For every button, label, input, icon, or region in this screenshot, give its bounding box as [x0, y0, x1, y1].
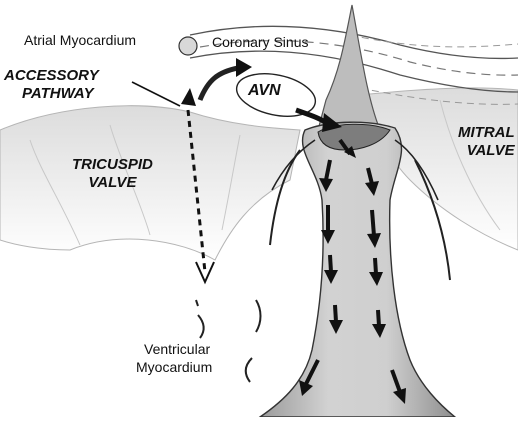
mitral-valve-line-2: VALVE	[458, 142, 515, 160]
atrial-curved-arrow	[200, 68, 238, 100]
tricuspid-valve-label: TRICUSPID VALVE	[72, 156, 153, 192]
avn-label: AVN	[248, 82, 281, 100]
mitral-valve-line-1: MITRAL	[458, 124, 515, 142]
tricuspid-valve-line-1: TRICUSPID	[72, 156, 153, 174]
accessory-pathway-line-1: ACCESSORY	[4, 67, 99, 85]
atrial-myocardium-label: Atrial Myocardium	[24, 32, 136, 48]
accessory-pathway-leader	[132, 82, 180, 106]
accessory-pathway-label: ACCESSORY PATHWAY	[4, 67, 99, 103]
atrial-myocardium-ball	[179, 37, 197, 55]
accessory-pathway-line-2: PATHWAY	[4, 85, 99, 103]
atrial-curved-arrowhead	[236, 58, 252, 77]
ventricular-myocardium-line-1: Ventricular	[136, 340, 212, 358]
tricuspid-valve-line-2: VALVE	[72, 174, 153, 192]
atrial-septum	[318, 5, 380, 130]
ventricular-myocardium-line-2: Myocardium	[136, 358, 212, 376]
ventricular-myocardium-label: Ventricular Myocardium	[136, 340, 212, 376]
mitral-valve-label: MITRAL VALVE	[458, 124, 515, 160]
coronary-sinus-label: Coronary Sinus	[212, 34, 309, 50]
